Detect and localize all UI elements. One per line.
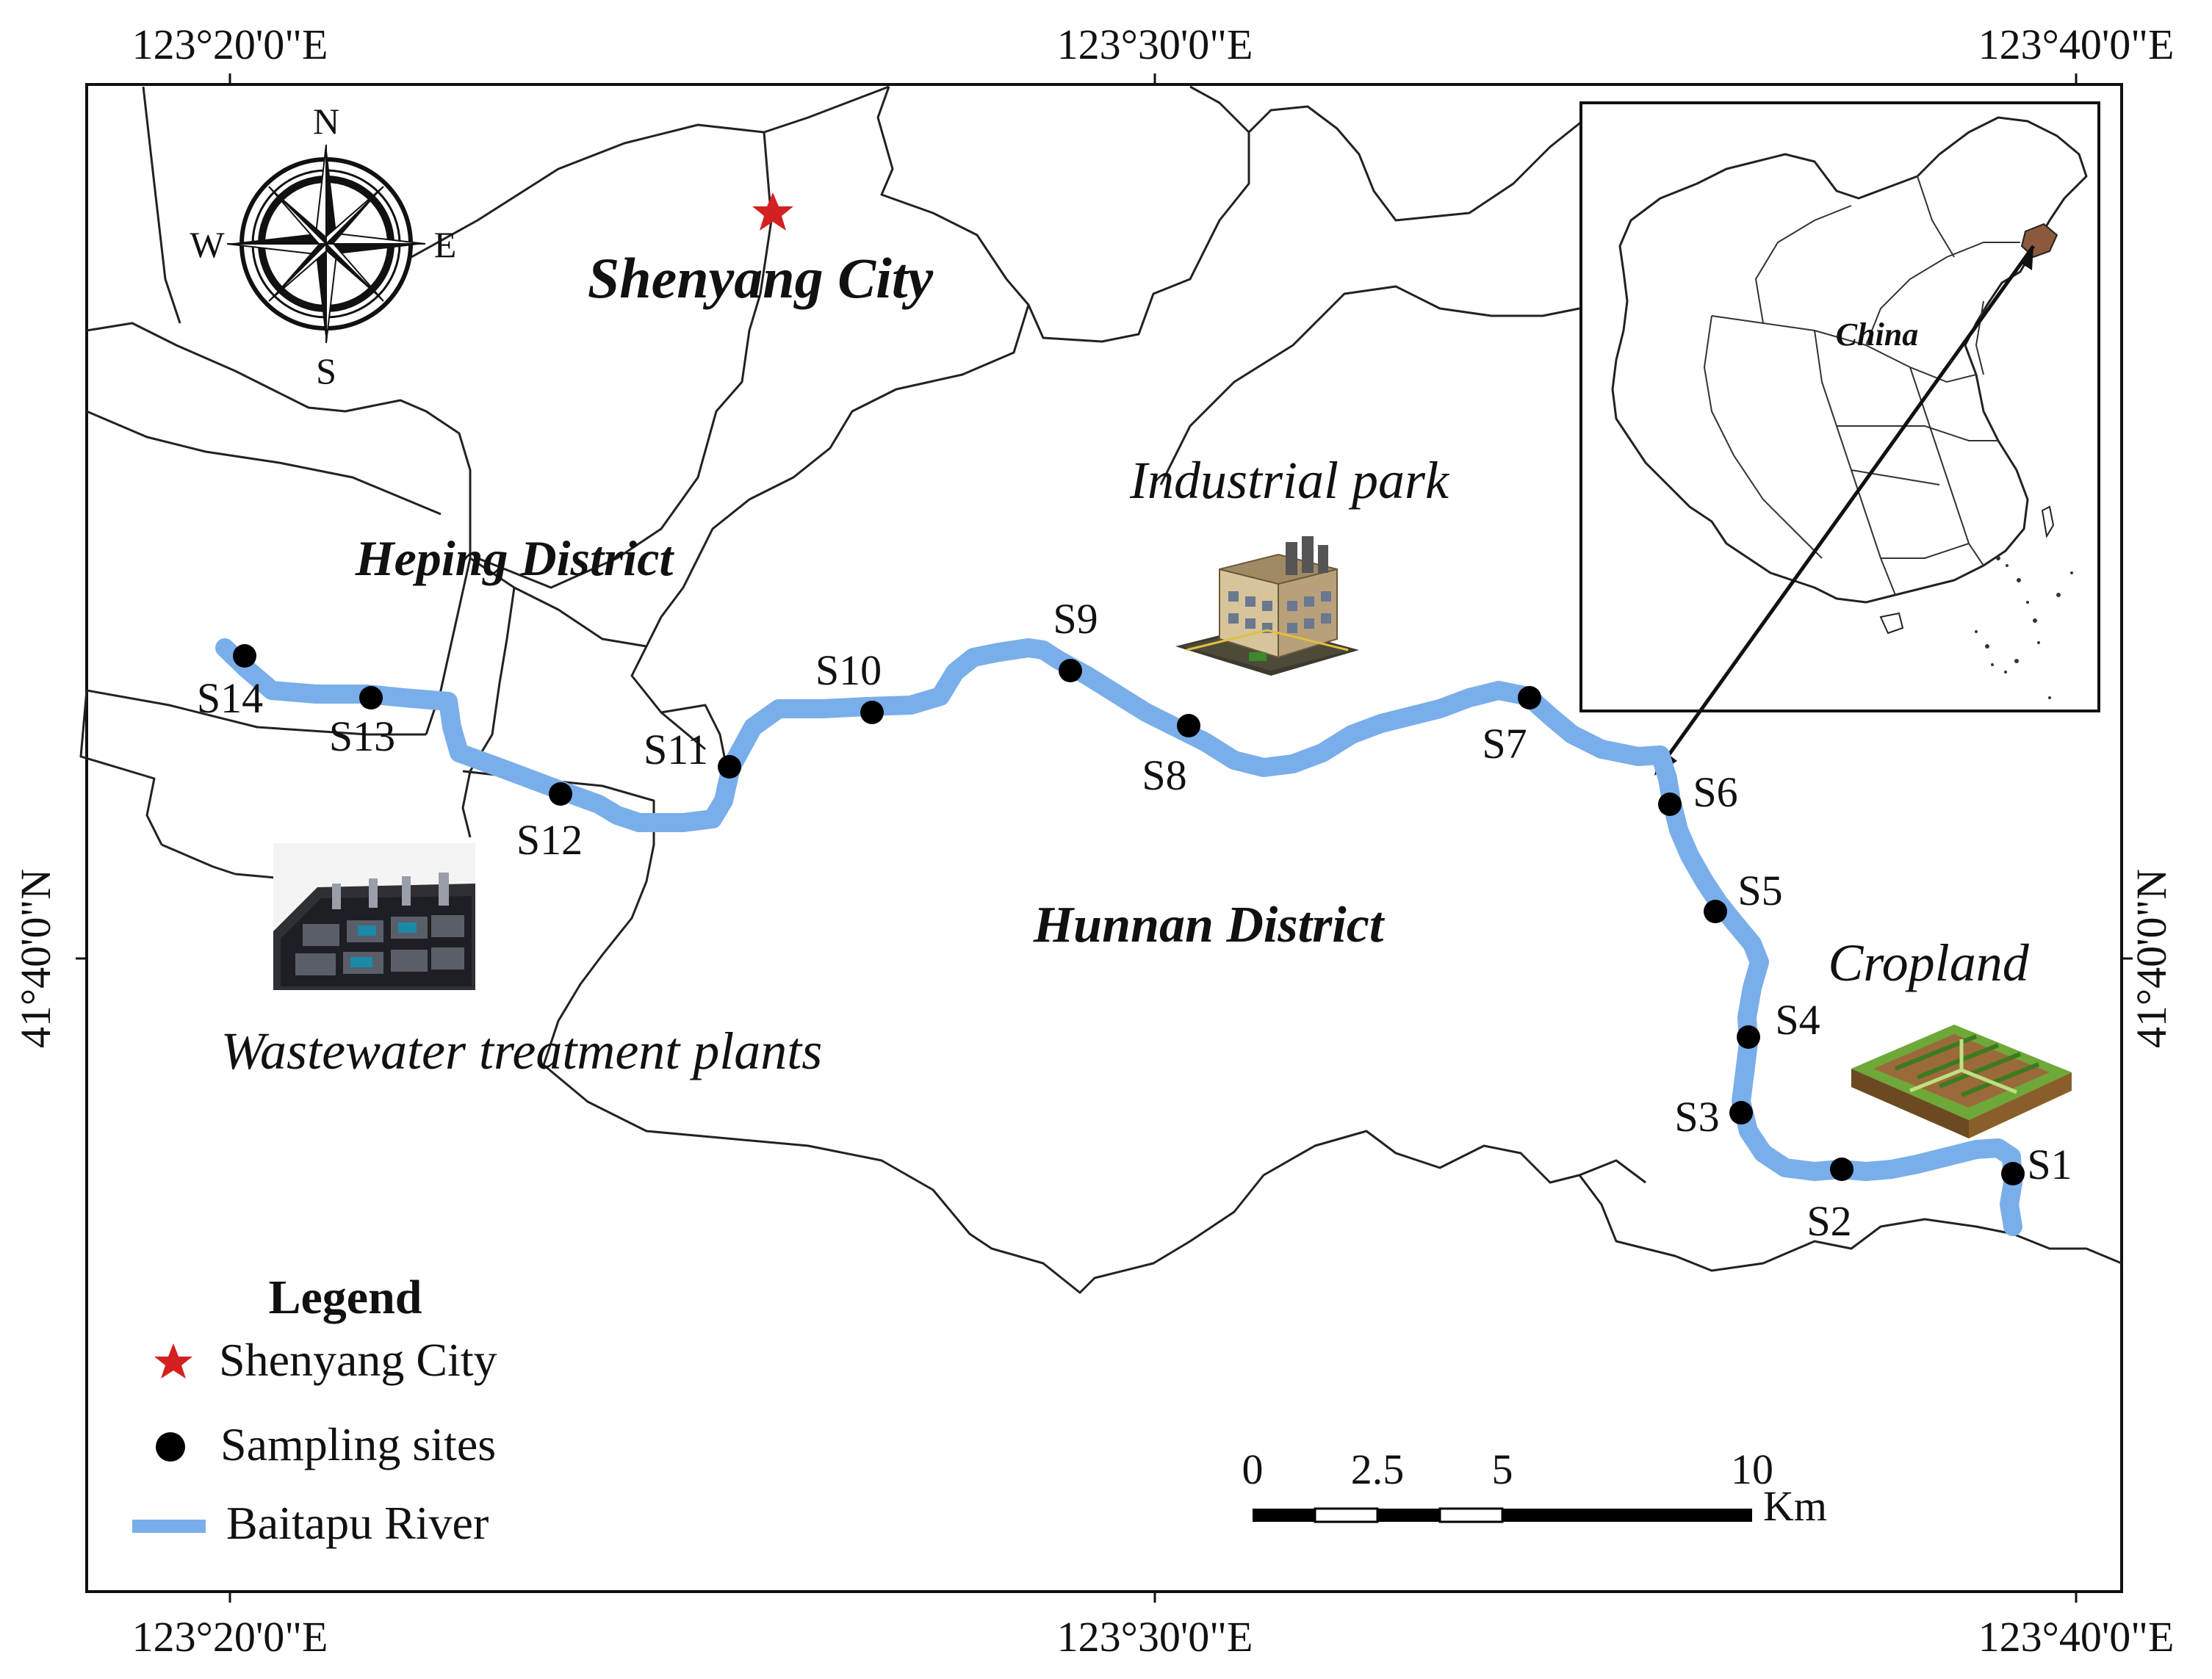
- site-label-s4: S4: [1775, 996, 1820, 1044]
- compass-rose: N S E W: [190, 101, 456, 391]
- scale-unit: Km: [1763, 1482, 1827, 1530]
- scale-bar: 0 2.5 5 10 Km: [1242, 1445, 1828, 1530]
- cropland-label: Cropland: [1828, 934, 2029, 992]
- district-boundaries: [79, 85, 2122, 1294]
- scale-tick-2-5: 2.5: [1351, 1445, 1405, 1493]
- legend-label-sites: Sampling sites: [220, 1418, 496, 1470]
- shenyang-city-star: [752, 192, 793, 231]
- site-label-s12: S12: [516, 816, 583, 864]
- site-marker-s1: [2001, 1162, 2025, 1185]
- inset-china-label: China: [1836, 317, 1919, 353]
- site-marker-s3: [1729, 1101, 1753, 1124]
- graticule-top-3: 123°40'0"E: [1978, 21, 2175, 68]
- china-inset: China: [1579, 101, 2100, 712]
- graticule-ticks: [76, 73, 2133, 1603]
- sampling-site-labels: S1 S2 S3 S4 S5 S6 S7 S8 S9 S10 S11 S12 S…: [197, 595, 2072, 1245]
- heping-district-label: Heping District: [355, 530, 675, 586]
- site-label-s3: S3: [1674, 1093, 1719, 1141]
- site-label-s14: S14: [197, 674, 263, 722]
- graticule-left: 41°40'0"N: [12, 869, 60, 1048]
- site-marker-s14: [233, 644, 256, 668]
- site-marker-s6: [1658, 792, 1682, 816]
- factory-icon: [1175, 536, 1359, 676]
- graticule-top-1: 123°20'0"E: [132, 21, 328, 68]
- site-marker-s13: [359, 686, 383, 709]
- site-marker-s12: [549, 782, 572, 806]
- site-label-s7: S7: [1482, 720, 1527, 768]
- compass-w-label: W: [190, 224, 225, 265]
- site-marker-s9: [1059, 659, 1082, 682]
- graticule-bottom-2: 123°30'0"E: [1057, 1613, 1253, 1661]
- south-china-sea-islands: [1975, 556, 2073, 699]
- graticule-top-2: 123°30'0"E: [1057, 21, 1253, 68]
- legend-title: Legend: [268, 1271, 422, 1324]
- scale-tick-0: 0: [1242, 1445, 1264, 1493]
- site-label-s2: S2: [1806, 1197, 1851, 1245]
- china-provinces: [1703, 176, 2020, 596]
- site-label-s6: S6: [1693, 768, 1737, 816]
- site-label-s5: S5: [1737, 867, 1782, 914]
- industrial-park-label: Industrial park: [1129, 451, 1450, 510]
- legend-label-river: Baitapu River: [226, 1497, 489, 1549]
- shenyang-city-label: Shenyang City: [588, 246, 934, 310]
- baitapu-river: [215, 638, 2022, 1236]
- wastewater-treatment-plants-label: Wastewater treatment plants: [221, 1022, 823, 1080]
- legend-star-symbol: [154, 1343, 192, 1379]
- hunnan-district-label: Hunnan District: [1033, 897, 1386, 953]
- sampling-site-markers: [233, 644, 2025, 1185]
- site-label-s1: S1: [2027, 1141, 2072, 1188]
- site-marker-s2: [1830, 1158, 1853, 1181]
- legend-site-symbol: [156, 1432, 185, 1462]
- site-marker-s4: [1737, 1025, 1760, 1049]
- legend-label-shenyang: Shenyang City: [219, 1334, 497, 1386]
- site-marker-s10: [860, 701, 884, 724]
- cropland-icon: [1851, 1025, 2072, 1138]
- scale-tick-5: 5: [1492, 1445, 1513, 1493]
- site-marker-s11: [718, 755, 741, 779]
- site-marker-s5: [1704, 900, 1727, 923]
- graticule-bottom-1: 123°20'0"E: [132, 1613, 328, 1661]
- compass-e-label: E: [434, 224, 457, 265]
- site-label-s9: S9: [1053, 595, 1098, 643]
- compass-n-label: N: [313, 101, 339, 142]
- site-marker-s7: [1518, 686, 1541, 709]
- site-label-s10: S10: [815, 646, 882, 694]
- site-marker-s8: [1177, 714, 1200, 737]
- scale-tick-10: 10: [1731, 1445, 1773, 1493]
- compass-s-label: S: [316, 350, 336, 391]
- site-label-s11: S11: [644, 726, 708, 773]
- graticule-bottom-3: 123°40'0"E: [1978, 1613, 2175, 1661]
- legend: Legend Shenyang City Sampling sites Bait…: [132, 1271, 497, 1549]
- taiwan-outline: [2041, 505, 2055, 538]
- wastewater-plant-icon: [273, 843, 475, 990]
- site-label-s13: S13: [329, 712, 395, 760]
- site-label-s8: S8: [1142, 751, 1186, 799]
- graticule-right: 41°40'0"N: [2128, 869, 2175, 1048]
- hainan-outline: [1879, 612, 1904, 635]
